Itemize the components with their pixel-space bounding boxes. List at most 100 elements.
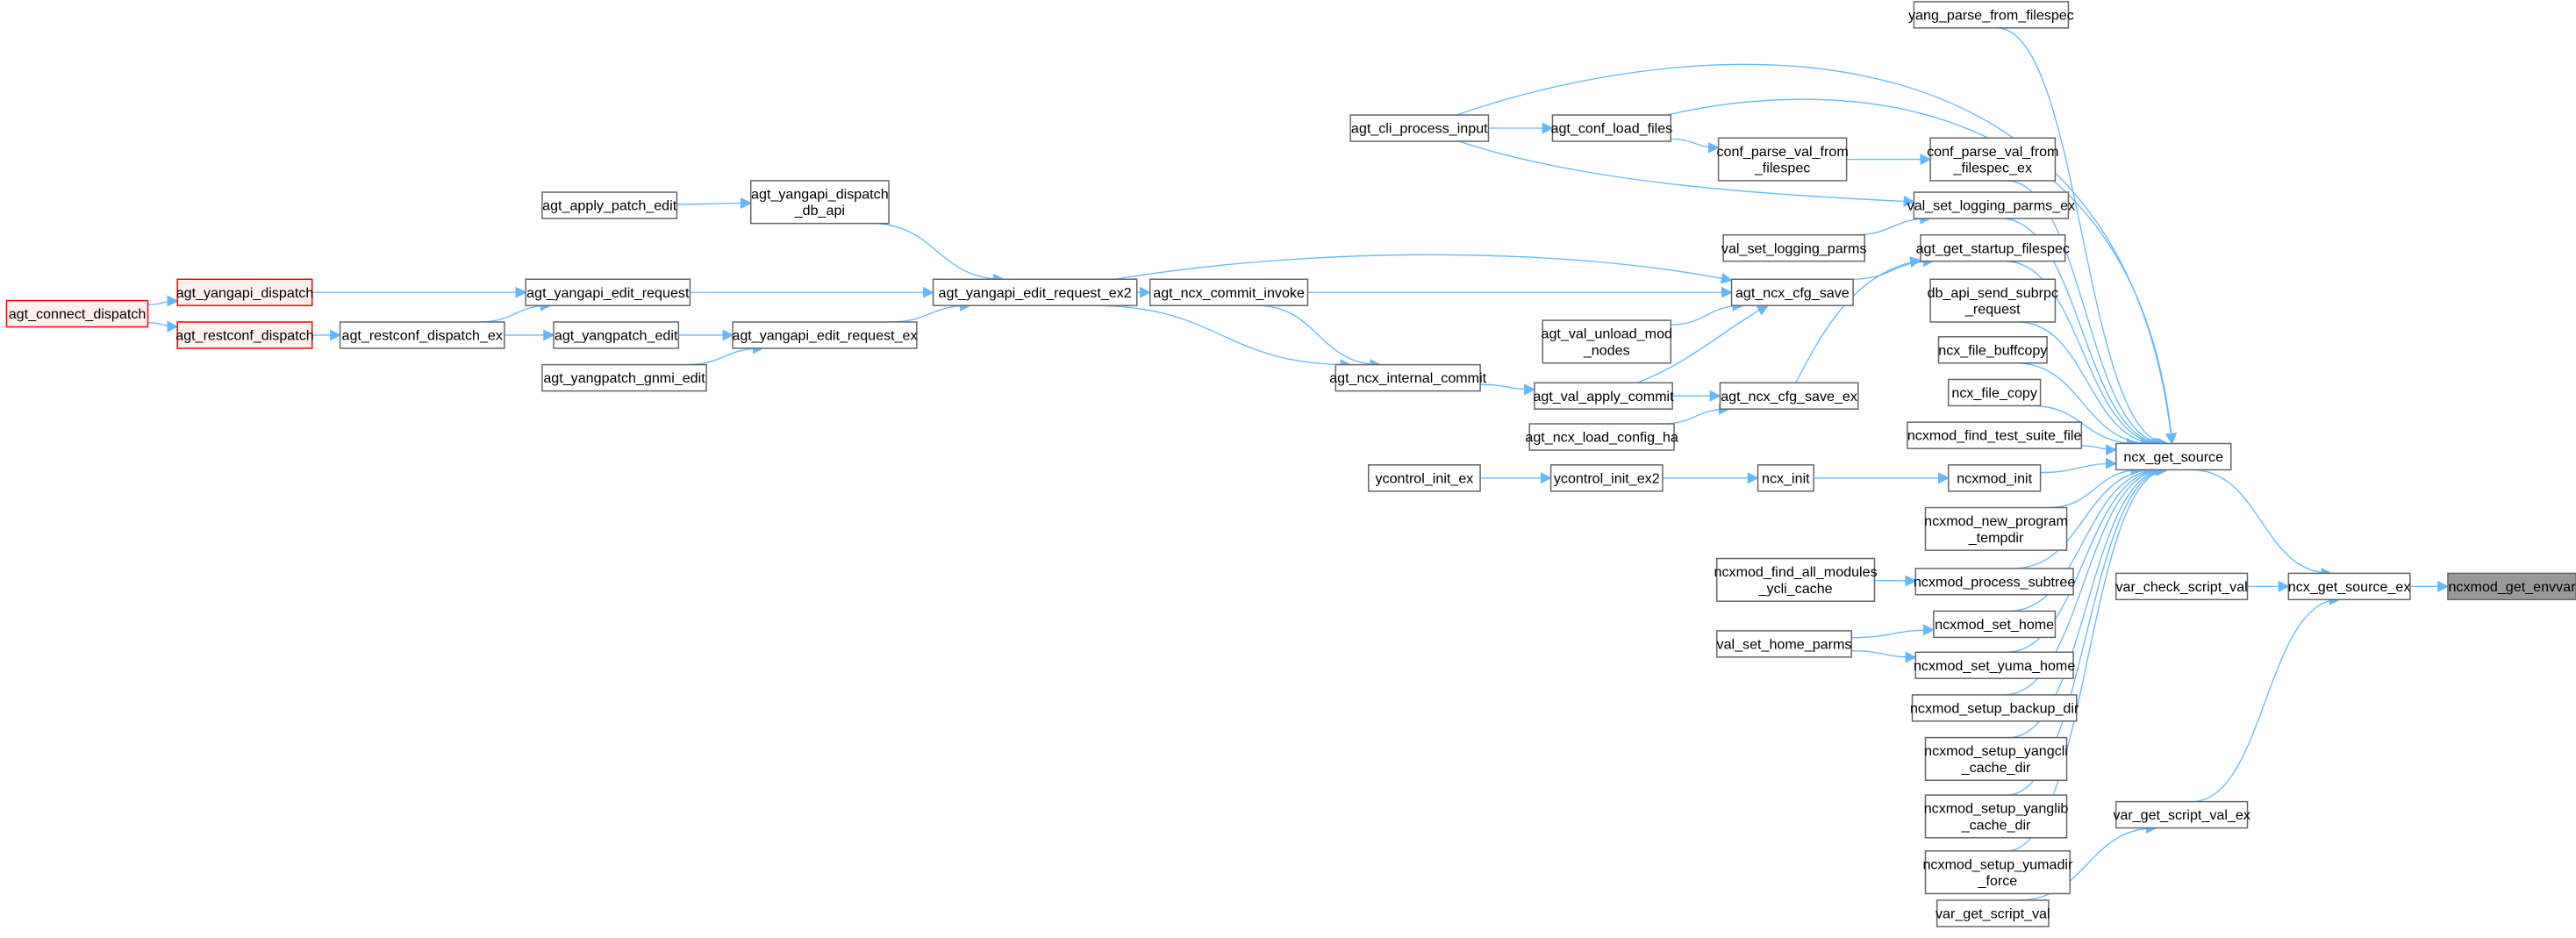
node-label: db_api_send_subrpc [1928,285,2058,301]
node-agt-yangpatch-edit[interactable]: agt_yangpatch_edit [553,321,680,349]
node-ncxmod-process-subtree[interactable]: ncxmod_process_subtree [1914,568,2075,596]
node-label: ycontrol_init_ex2 [1554,470,1660,486]
node-label: agt_yangpatch_gnmi_edit [543,370,705,386]
node-label: ncxmod_set_home [1935,617,2054,633]
node-label: agt_yangapi_dispatch [176,285,314,301]
node-ycontrol-init-ex2[interactable]: ycontrol_init_ex2 [1549,464,1664,492]
node-box [2114,442,2232,471]
node-label: ncxmod_find_all_modules [1714,564,1878,580]
node-ncxmod-init[interactable]: ncxmod_init [1947,464,2042,492]
node-box [1920,233,2066,262]
node-label: ncxmod_set_yuma_home [1914,658,2075,674]
node-box [1719,382,1859,410]
node-ncxmod-setup-yumadir-force[interactable]: ncxmod_setup_yumadir_force [1922,850,2073,895]
node-agt-ncx-internal-commit[interactable]: agt_ncx_internal_commit [1329,363,1487,392]
node-ncxmod-set-home[interactable]: ncxmod_set_home [1933,610,2057,639]
edge-agt_conf_load_files-to-ncx_get_source [1667,98,2178,445]
node-ncx-get-source[interactable]: ncx_get_source [2114,442,2232,471]
node-ncxmod-set-yuma-home[interactable]: ncxmod_set_yuma_home [1914,651,2075,679]
node-agt-yangapi-dispatch-db-api[interactable]: agt_yangapi_dispatch_db_api [749,180,890,225]
node-ncx-get-source-ex[interactable]: ncx_get_source_ex [2287,572,2411,601]
node-box [1715,557,1876,602]
node-label: _filespec [1754,161,1811,176]
node-label: var_get_script_val [1936,906,2050,922]
node-box [2114,800,2249,829]
node-box [1933,610,2057,639]
node-agt-yangapi-dispatch[interactable]: agt_yangapi_dispatch [176,278,314,306]
edge-agt_val_apply_commit-to-agt_ncx_cfg_save [1636,304,1770,383]
edge-agt_get_startup_filespec-to-ncx_get_source [2004,261,2164,450]
node-agt-connect-dispatch[interactable]: agt_connect_dispatch [5,299,149,328]
node-ncxmod-new-program-tempdir[interactable]: ncxmod_new_program_tempdir [1924,506,2068,551]
node-ncx-file-buffcopy[interactable]: ncx_file_buffcopy [1937,336,2048,364]
edge-val_set_home_parms-to-ncxmod_set_home [1851,624,1936,639]
node-label: agt_val_unload_mod [1542,326,1672,342]
node-conf-parse-val-from-filespec[interactable]: conf_parse_val_from_filespec [1716,137,1849,182]
node-box [5,299,149,328]
node-ncxmod-get-envvar[interactable]: ncxmod_get_envvar [2447,572,2576,601]
node-box [1947,378,2042,407]
node-label: ncx_get_source [2123,449,2223,465]
node-box [1349,114,1490,142]
node-conf-parse-val-from-filespec-ex[interactable]: conf_parse_val_from_filespec_ex [1927,137,2058,182]
edge-agt_ncx_cfg_save-to-agt_get_startup_filespec [1851,255,1935,280]
node-box [1368,464,1481,492]
node-agt-ncx-cfg-save-ex[interactable]: agt_ncx_cfg_save_ex [1719,382,1859,410]
node-agt-ncx-cfg-save[interactable]: agt_ncx_cfg_save [1730,278,1854,306]
edge-ncx_get_source-to-ncx_get_source_ex [2191,469,2333,579]
node-label: agt_ncx_cfg_save [1735,285,1850,301]
node-ncxmod-find-test-suite-file[interactable]: ncxmod_find_test_suite_file [1907,421,2083,449]
node-box [339,321,505,349]
node-box [2287,572,2411,601]
node-label: agt_conf_load_files [1551,121,1673,137]
node-box [2447,572,2576,601]
node-box [1913,191,2070,219]
node-agt-ncx-load-config-ha[interactable]: agt_ncx_load_config_ha [1525,423,1678,451]
node-ncx-init[interactable]: ncx_init [1757,464,1814,492]
node-box [1924,850,2072,895]
node-agt-yangapi-edit-request-ex[interactable]: agt_yangapi_edit_request_ex [732,321,918,349]
node-val-set-logging-parms[interactable]: val_set_logging_parms [1721,233,1867,262]
node-ncxmod-setup-yangcli-cache-dir[interactable]: ncxmod_setup_yangcli_cache_dir [1924,736,2068,782]
node-var-get-script-val[interactable]: var_get_script_val [1936,899,2050,927]
node-agt-yangpatch-gnmi-edit[interactable]: agt_yangpatch_gnmi_edit [541,363,707,392]
node-box [1757,464,1814,492]
node-db-api-send-subrpc-request[interactable]: db_api_send_subrpc_request [1928,278,2058,323]
node-label: agt_ncx_internal_commit [1329,370,1486,386]
node-agt-get-startup-filespec[interactable]: agt_get_startup_filespec [1916,233,2070,262]
node-agt-apply-patch-edit[interactable]: agt_apply_patch_edit [541,191,678,219]
node-box [1914,651,2074,679]
node-agt-restconf-dispatch[interactable]: agt_restconf_dispatch [175,321,314,349]
node-yang-parse-from-filespec[interactable]: yang_parse_from_filespec [1908,1,2074,29]
node-label: val_set_logging_parms_ex [1907,198,2075,214]
node-agt-yangapi-edit-request[interactable]: agt_yangapi_edit_request [525,278,691,306]
node-val-set-logging-parms-ex[interactable]: val_set_logging_parms_ex [1907,191,2075,219]
node-label: agt_connect_dispatch [9,306,147,322]
node-ycontrol-init-ex[interactable]: ycontrol_init_ex [1368,464,1481,492]
node-agt-restconf-dispatch-ex[interactable]: agt_restconf_dispatch_ex [339,321,505,349]
node-ncxmod-setup-yanglib-cache-dir[interactable]: ncxmod_setup_yanglib_cache_dir [1924,794,2069,839]
node-box [525,278,691,306]
edge-val_set_home_parms-to-ncxmod_set_yuma_home [1851,650,1917,663]
node-ncxmod-setup-backup-dir[interactable]: ncxmod_setup_backup_dir [1910,694,2079,722]
node-label: ncx_init [1762,470,1810,486]
node-var-get-script-val-ex[interactable]: var_get_script_val_ex [2113,800,2250,829]
node-agt-val-unload-mod-nodes[interactable]: agt_val_unload_mod_nodes [1542,319,1672,364]
node-var-check-script-val[interactable]: var_check_script_val [2114,572,2249,601]
edge-db_api_send_subrpc_request-to-ncx_get_source [2017,321,2160,450]
node-label: ncx_file_copy [1951,385,2037,401]
node-agt-val-apply-commit[interactable]: agt_val_apply_commit [1533,382,1674,410]
node-agt-conf-load-files[interactable]: agt_conf_load_files [1551,114,1673,142]
node-agt-cli-process-input[interactable]: agt_cli_process_input [1349,114,1490,142]
node-agt-yangapi-edit-request-ex2[interactable]: agt_yangapi_edit_request_ex2 [932,278,1138,306]
node-label: agt_restconf_dispatch [175,328,313,344]
node-val-set-home-parms[interactable]: val_set_home_parms [1715,630,1852,658]
node-agt-ncx-commit-invoke[interactable]: agt_ncx_commit_invoke [1148,278,1309,306]
node-box [176,278,313,306]
edge-agt_val_unload_mod_nodes-to-agt_ncx_cfg_save [1671,299,1744,326]
node-label: _ycli_cache [1758,581,1833,597]
edges-layer [147,27,2450,901]
node-ncx-file-copy[interactable]: ncx_file_copy [1947,378,2042,407]
node-ncxmod-find-all-modules-ycli-cache[interactable]: ncxmod_find_all_modules_ycli_cache [1714,557,1878,602]
edge-ncxmod_init-to-ncx_get_source [2040,457,2118,474]
